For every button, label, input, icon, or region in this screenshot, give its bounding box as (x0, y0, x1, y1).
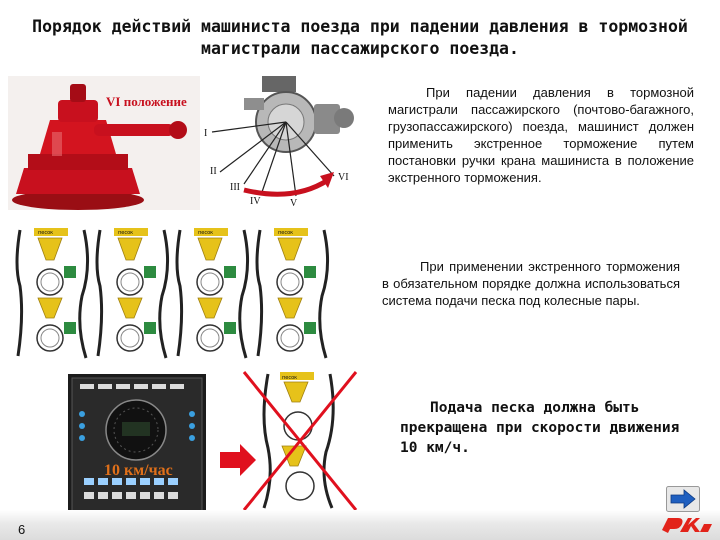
slide-title: Порядок действий машиниста поезда при па… (32, 17, 688, 58)
paragraph-sand-system: При применении экстренного торможения в … (382, 259, 680, 308)
rzd-logo-icon (662, 518, 712, 533)
sandbox-label: песок (278, 230, 293, 236)
sand-stop-illustration: песок (220, 371, 358, 511)
speed-readout: 10 км/час (104, 462, 173, 479)
sandbox-label: песок (282, 375, 297, 381)
sandbox-label: песок (198, 230, 213, 236)
crane-position-label: VI положение (106, 94, 187, 109)
valve-position-2: II (210, 166, 217, 177)
valve-position-6: VI (338, 172, 349, 183)
valve-position-3: III (230, 182, 240, 193)
paragraph-sand-stop: Подача песка должна быть прекращена при … (400, 400, 680, 456)
arrow-right-icon[interactable] (666, 486, 700, 512)
brake-crane-image (8, 76, 200, 210)
valve-position-1: I (204, 128, 207, 139)
paragraph-emergency-braking: При падении давления в тормозной магистр… (388, 85, 694, 185)
valve-position-4: IV (250, 196, 261, 207)
sand-system-grid: песок песок песок песок (15, 226, 330, 360)
footer-bar (0, 510, 720, 540)
valve-position-5: V (290, 198, 298, 209)
sandbox-label: песок (118, 230, 133, 236)
valve-positions-diagram: I II III IV V VI (204, 76, 354, 209)
locomotive-control-panel (68, 374, 206, 516)
sandbox-label: песок (38, 230, 53, 236)
page-number: 6 (18, 522, 26, 537)
